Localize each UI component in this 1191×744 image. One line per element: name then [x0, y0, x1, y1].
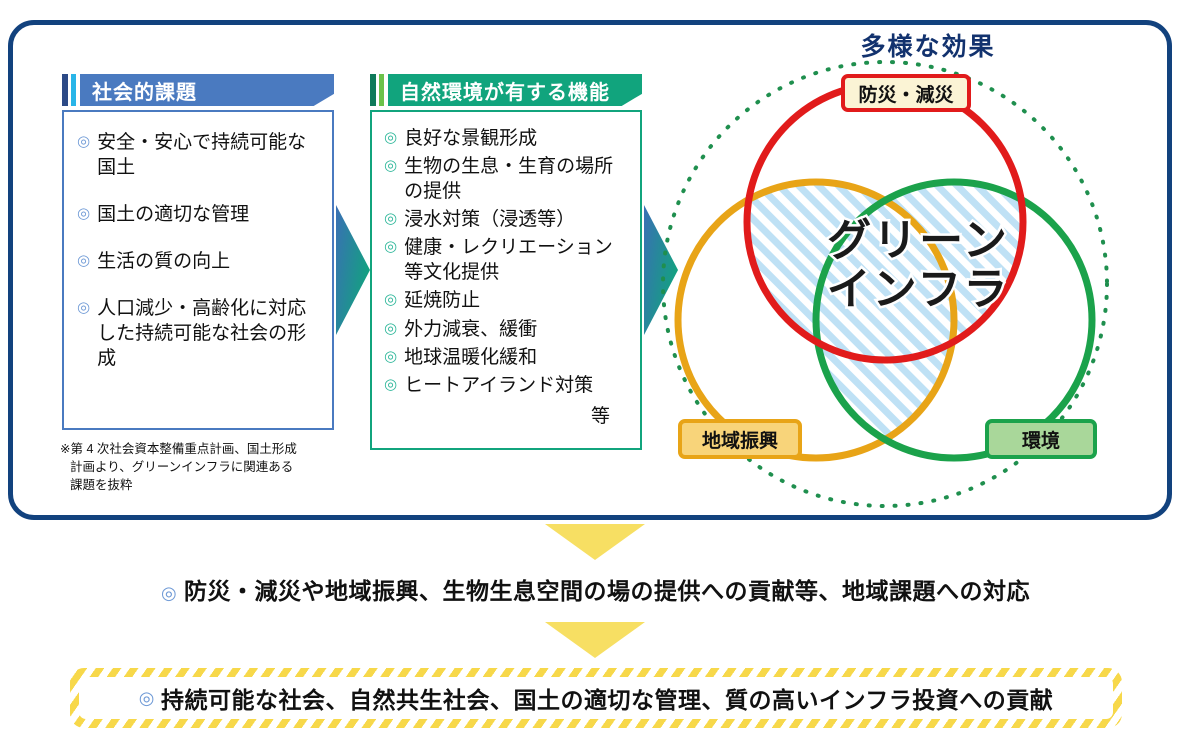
accent-bar-light [379, 74, 384, 106]
venn-label-disaster: 防災・減災 [841, 74, 971, 112]
bullet-icon: ◎ [77, 205, 91, 223]
bottom-conclusion-box: ◎ 持続可能な社会、自然共生社会、国土の適切な管理、質の高いインフラ投資への貢献 [70, 668, 1122, 728]
middle-conclusion: ◎ 防災・減災や地域振興、生物生息空間の場の提供への貢献等、地域課題への対応 [0, 572, 1191, 606]
list-item-label: 生物の生息・生育の場所の提供 [404, 156, 614, 203]
list-item-label: 人口減少・高齢化に対応した持続可能な社会の形成 [97, 298, 307, 370]
list-item-label: 地球温暖化緩和 [404, 346, 538, 368]
bullet-icon: ◎ [384, 157, 398, 175]
social-issues-title: 社会的課題 [80, 74, 334, 106]
accent-bar-dark [62, 74, 68, 106]
list-item-label: 浸水対策（浸透等） [404, 209, 576, 231]
list-item-label: 健康・レクリエーション等文化提供 [404, 237, 613, 284]
list-item: ◎ 地球温暖化緩和 [384, 345, 630, 370]
list-item: ◎ ヒートアイランド対策 [384, 373, 630, 398]
list-item: ◎ 国土の適切な管理 [77, 202, 320, 227]
diverse-effects-boundary [661, 60, 1109, 508]
arrow-down-to-bottom [545, 622, 645, 658]
footnote-line-1: ※第 4 次社会資本整備重点計画、国土形成 [60, 442, 297, 456]
nature-functions-box: ◎ 良好な景観形成 ◎ 生物の生息・生育の場所の提供 ◎ 浸水対策（浸透等） ◎… [370, 110, 642, 450]
bottom-conclusion-text: 持続可能な社会、自然共生社会、国土の適切な管理、質の高いインフラ投資への貢献 [160, 687, 1054, 713]
bullet-icon: ◎ [138, 687, 155, 708]
list-item: ◎ 生活の質の向上 [77, 249, 320, 274]
list-item: ◎ 生物の生息・生育の場所の提供 [384, 154, 630, 204]
bullet-icon: ◎ [160, 583, 178, 603]
footnote-line-2: 計画より、グリーンインフラに関連ある [70, 460, 294, 475]
bullet-icon: ◎ [384, 129, 398, 146]
bottom-conclusion-inner: ◎ 持続可能な社会、自然共生社会、国土の適切な管理、質の高いインフラ投資への貢献 [79, 677, 1113, 719]
venn-circle-environment [812, 178, 1096, 462]
bullet-icon: ◎ [384, 347, 398, 365]
bullet-icon: ◎ [77, 299, 91, 317]
bullet-icon: ◎ [384, 291, 398, 309]
green-infrastructure-line-1: グリーン [825, 213, 1010, 267]
venn-circle-regional [674, 178, 958, 462]
green-infrastructure-label: グリーン インフラ [793, 213, 1043, 317]
list-item-label: 良好な景観形成 [404, 128, 538, 149]
list-item: ◎ 人口減少・高齢化に対応した持続可能な社会の形成 [77, 296, 320, 371]
bullet-icon: ◎ [384, 210, 398, 228]
nature-functions-etc: 等 [590, 405, 610, 427]
bullet-icon: ◎ [77, 252, 91, 270]
list-item: ◎ 良好な景観形成 [384, 126, 630, 151]
green-infrastructure-line-2: インフラ [824, 263, 1010, 317]
nature-functions-header: 自然環境が有する機能 [370, 74, 642, 106]
venn-label-regional: 地域振興 [678, 419, 802, 459]
list-item: ◎ 安全・安心で持続可能な国土 [77, 130, 320, 180]
list-item: ◎ 延焼防止 [384, 288, 630, 313]
arrow-down-to-middle [545, 524, 645, 560]
list-item-label: ヒートアイランド対策 [404, 374, 594, 396]
list-item: ◎ 浸水対策（浸透等） [384, 207, 630, 232]
list-item: ◎ 外力減衰、緩衝 [384, 317, 630, 342]
bullet-icon: ◎ [77, 133, 91, 150]
list-item-label: 安全・安心で持続可能な国土 [97, 132, 307, 179]
middle-conclusion-text: 防災・減災や地域振興、生物生息空間の場の提供への貢献等、地域課題への対応 [184, 578, 1031, 604]
accent-bar-dark [370, 74, 376, 106]
bullet-icon: ◎ [384, 375, 398, 393]
footnote-line-3: 課題を抜粋 [70, 478, 133, 493]
nature-functions-title: 自然環境が有する機能 [388, 74, 642, 106]
bullet-icon: ◎ [384, 238, 398, 256]
social-issues-header: 社会的課題 [62, 74, 334, 106]
bullet-icon: ◎ [384, 319, 398, 337]
social-issues-footnote: ※第 4 次社会資本整備重点計画、国土形成 計画より、グリーンインフラに関連ある… [60, 440, 345, 494]
list-item-label: 国土の適切な管理 [97, 204, 250, 226]
venn-label-environment: 環境 [985, 419, 1097, 459]
list-item: ◎ 健康・レクリエーション等文化提供 [384, 235, 630, 285]
list-item-label: 生活の質の向上 [97, 251, 231, 273]
arrow-social-to-nature [336, 205, 370, 335]
arrow-nature-to-venn [644, 205, 678, 335]
list-item-label: 外力減衰、緩衝 [404, 318, 538, 340]
venn-title: 多様な効果 [860, 33, 996, 61]
list-item-label: 延焼防止 [404, 290, 481, 312]
accent-bar-light [71, 74, 76, 106]
social-issues-box: ◎ 安全・安心で持続可能な国土 ◎ 国土の適切な管理 ◎ 生活の質の向上 ◎ 人… [62, 110, 334, 430]
